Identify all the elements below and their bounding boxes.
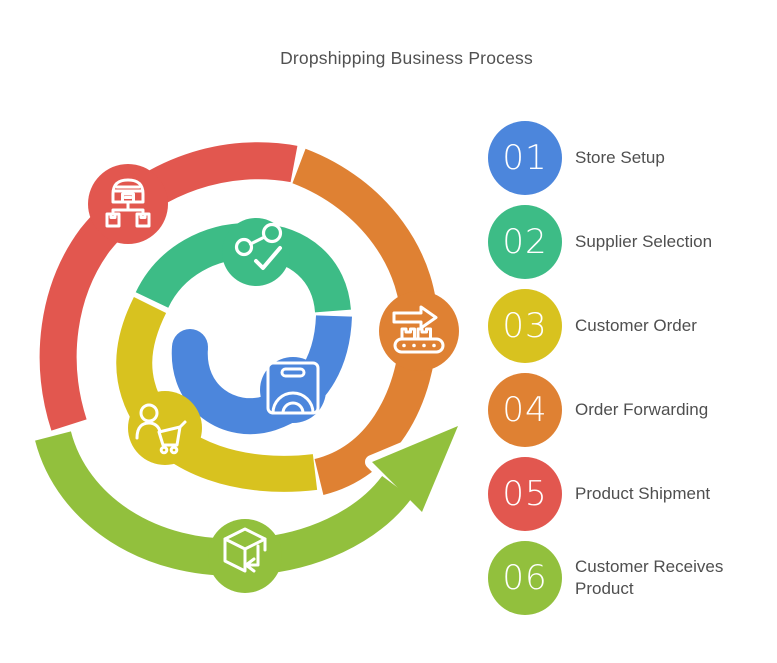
legend-item-06: 06 Customer Receives Product [488, 541, 750, 615]
legend-step-circle: 01 [488, 121, 562, 195]
legend-item-03: 03 Customer Order [488, 289, 750, 363]
warehouse-distribution-icon [105, 178, 151, 228]
person-cart-icon [135, 403, 187, 455]
page-title: Dropshipping Business Process [280, 48, 533, 68]
legend-step-label: Supplier Selection [575, 231, 713, 251]
legend-step-label: Customer Order [575, 315, 697, 335]
legend-item-04: 04 Order Forwarding [488, 373, 750, 447]
legend-item-05: 05 Product Shipment [488, 457, 750, 531]
legend-step-number: 05 [502, 474, 548, 514]
spiral-diagram [35, 142, 459, 593]
segment-product-shipment-arc [39, 142, 298, 431]
legend-item-02: 02 Supplier Selection [488, 205, 750, 279]
legend-step-circle: 02 [488, 205, 562, 279]
bump-order-forwarding [379, 291, 459, 371]
curl-start-cap [172, 329, 208, 365]
legend-step-circle: 06 [488, 541, 562, 615]
box-return-icon [223, 527, 267, 573]
legend-step-number: 04 [502, 390, 548, 430]
bump-supplier-selection [222, 218, 290, 286]
bump-product-shipment [88, 164, 168, 244]
legend-step-number: 01 [502, 138, 548, 178]
legend-step-circle: 05 [488, 457, 562, 531]
legend-step-label: Customer Receives Product [575, 556, 724, 598]
bump-store-setup [260, 357, 326, 423]
legend-step-circle: 03 [488, 289, 562, 363]
legend-step-number: 06 [502, 558, 548, 598]
arrowhead [372, 426, 458, 512]
legend-item-01: 01 Store Setup [488, 121, 750, 195]
share-check-icon [234, 222, 283, 270]
shopping-bag-scale-icon [266, 361, 320, 415]
legend-step-number: 03 [502, 306, 548, 346]
conveyor-arrow-icon [392, 305, 445, 354]
legend-step-circle: 04 [488, 373, 562, 447]
bump-customer-receives [208, 519, 282, 593]
legend-step-number: 02 [502, 222, 548, 262]
legend-step-label: Order Forwarding [575, 399, 709, 419]
bump-customer-order [128, 391, 202, 465]
legend-step-label: Product Shipment [575, 483, 711, 503]
legend-step-label: Store Setup [575, 147, 665, 167]
